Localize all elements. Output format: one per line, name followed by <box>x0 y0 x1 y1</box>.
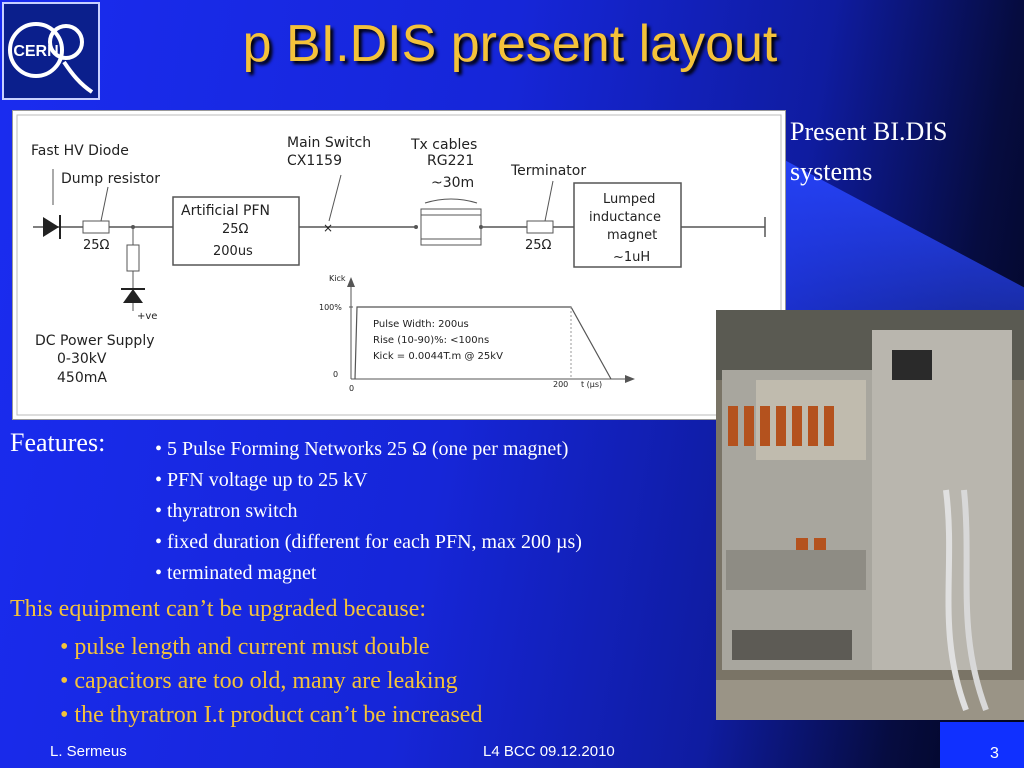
list-item: • PFN voltage up to 25 kV <box>155 469 368 491</box>
equipment-photo <box>716 310 1024 720</box>
label-dc-current: 450mA <box>57 370 107 386</box>
list-item: • 5 Pulse Forming Networks 25 Ω (one per… <box>155 438 569 460</box>
graph-x0: 0 <box>349 384 354 393</box>
cern-logo-icon: CERN <box>2 2 100 100</box>
graph-kick-label: Kick <box>329 274 346 283</box>
footer-event: L4 BCC 09.12.2010 <box>483 743 615 760</box>
present-systems-label: Present BI.DIS systems <box>790 112 947 192</box>
graph-y100: 100% <box>319 303 342 312</box>
label-ve: +ve <box>137 311 157 322</box>
graph-x-unit: t (µs) <box>581 380 602 389</box>
page-number-box <box>940 722 1024 768</box>
graph-kick-value: Kick = 0.0044T.m @ 25kV <box>373 351 503 362</box>
label-tx-cables: Tx cables <box>410 137 477 153</box>
label-r2: 25Ω <box>525 238 552 253</box>
features-list: • 5 Pulse Forming Networks 25 Ω (one per… <box>155 436 582 591</box>
label-dump-resistor: Dump resistor <box>61 171 160 187</box>
svg-text:×: × <box>323 221 333 235</box>
label-pfn-r: 25Ω <box>222 222 249 237</box>
label-lumped-1: Lumped <box>603 192 655 207</box>
graph-y0: 0 <box>333 370 338 379</box>
label-switch-model: CX1159 <box>287 153 342 169</box>
label-r1: 25Ω <box>83 238 110 253</box>
footer-author: L. Sermeus <box>50 743 127 760</box>
graph-x200: 200 <box>553 380 568 389</box>
list-item: • pulse length and current must double <box>60 634 430 660</box>
label-dc-power-supply: DC Power Supply <box>35 333 155 349</box>
present-line-2: systems <box>790 157 873 186</box>
cern-logo-text: CERN <box>13 43 58 60</box>
label-inductance: ~1uH <box>613 250 650 265</box>
label-lumped-2: inductance <box>589 210 661 225</box>
label-main-switch: Main Switch <box>287 135 371 151</box>
label-cable-len: ~30m <box>431 175 474 191</box>
graph-pulse-width: Pulse Width: 200us <box>373 319 469 330</box>
label-dc-voltage: 0-30kV <box>57 351 107 367</box>
list-item: • terminated magnet <box>155 562 317 584</box>
label-pfn-t: 200us <box>213 244 253 259</box>
page-number: 3 <box>990 745 999 762</box>
label-artificial-pfn: Artificial PFN <box>181 203 270 219</box>
graph-rise: Rise (10-90)%: <100ns <box>373 335 489 346</box>
upgrade-reasons-list: • pulse length and current must double •… <box>60 632 482 734</box>
list-item: • thyratron switch <box>155 500 298 522</box>
list-item: • the thyratron I.t product can’t be inc… <box>60 702 483 728</box>
present-line-1: Present BI.DIS <box>790 117 948 146</box>
list-item: • fixed duration (different for each PFN… <box>155 531 582 553</box>
list-item: • capacitors are too old, many are leaki… <box>60 668 458 694</box>
label-fast-hv-diode: Fast HV Diode <box>31 143 129 159</box>
circuit-diagram: × Fast HV Diode Dump resistor 25Ω Artifi… <box>12 110 786 420</box>
upgrade-heading: This equipment can’t be upgraded because… <box>10 596 427 622</box>
label-lumped-3: magnet <box>607 228 657 243</box>
slide-title: p BI.DIS present layout <box>242 15 778 73</box>
footer: L. Sermeus L4 BCC 09.12.2010 <box>0 738 1024 768</box>
label-terminator: Terminator <box>510 163 586 179</box>
label-cable-type: RG221 <box>427 153 474 169</box>
features-label: Features: <box>10 428 106 457</box>
